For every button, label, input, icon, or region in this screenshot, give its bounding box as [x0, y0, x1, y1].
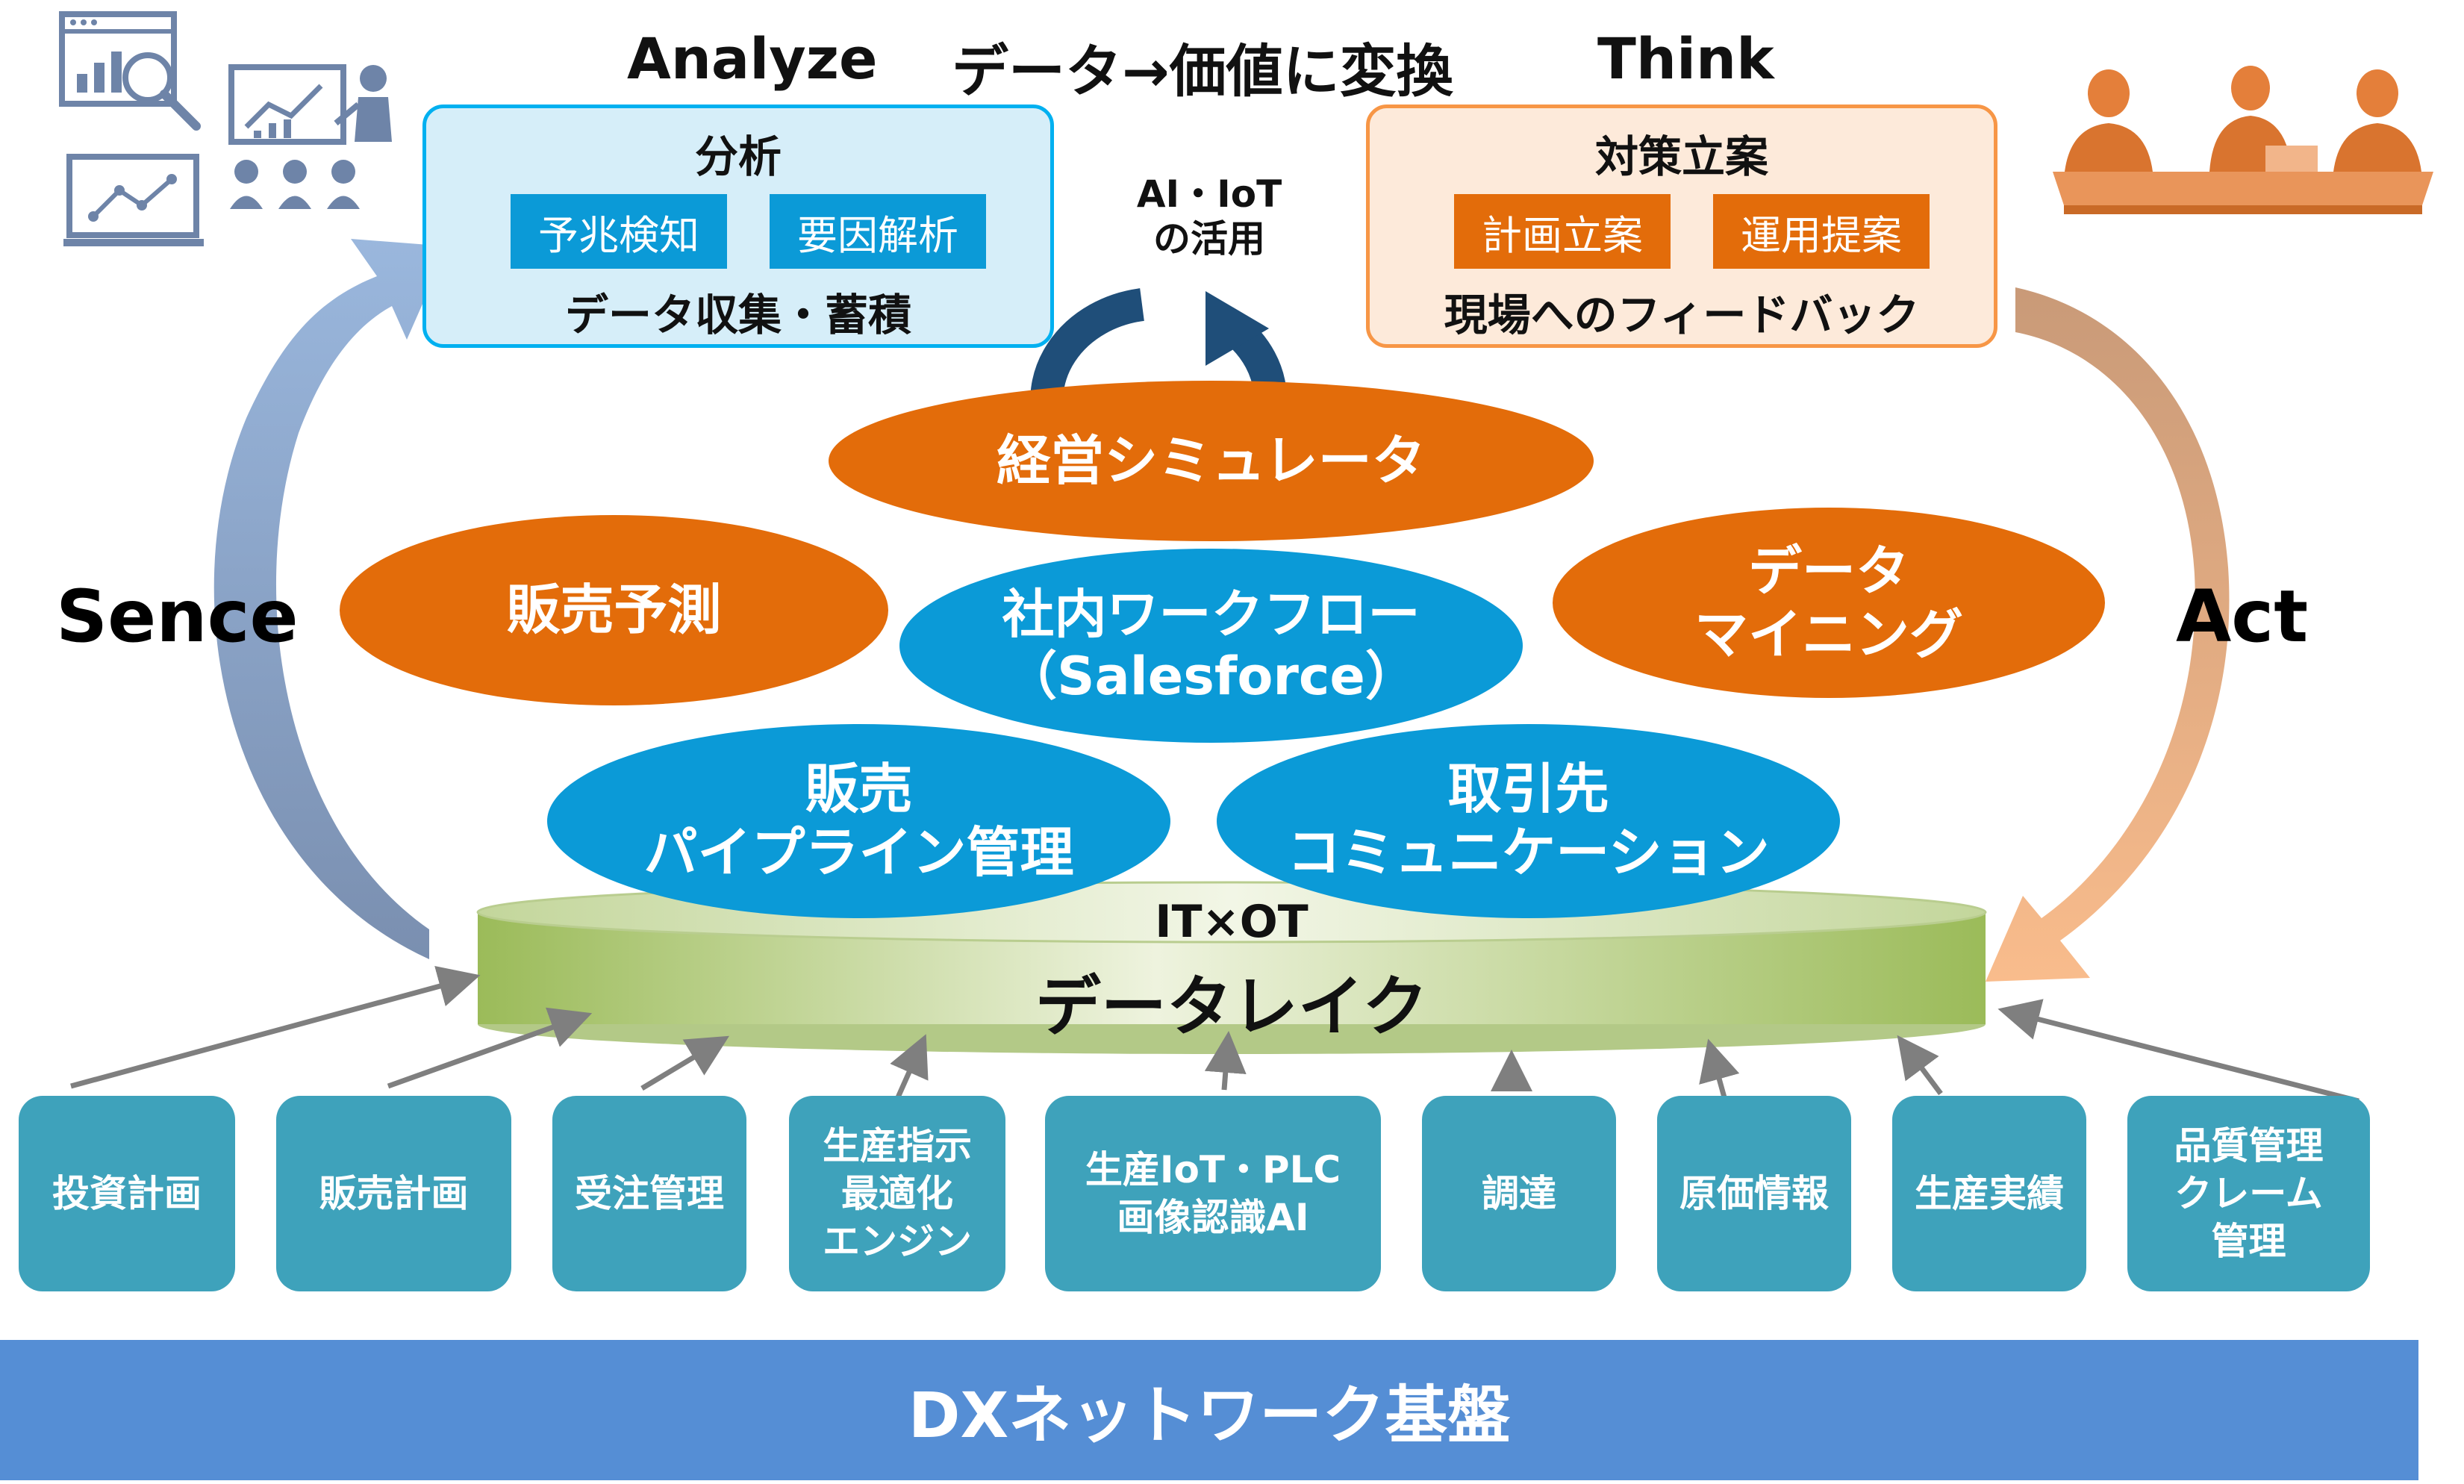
- dx-network-footer: DXネットワーク基盤: [0, 1340, 2418, 1480]
- source-production-iot: 生産IoT・PLC 画像認識AI: [1045, 1096, 1381, 1291]
- transform-header: データ→価値に変換: [952, 38, 1453, 105]
- think-header: Think: [1597, 25, 1774, 92]
- source-line: 販売計画: [319, 1172, 469, 1215]
- source-procurement: 調達: [1422, 1096, 1616, 1291]
- source-line: 受注管理: [575, 1172, 724, 1215]
- source-line: 原価情報: [1679, 1172, 1829, 1215]
- workflow-line2: （Salesforce）: [1005, 646, 1417, 707]
- act-label: Act: [2176, 575, 2309, 658]
- partner-line2: コミュニケーション: [1287, 821, 1770, 884]
- data-mining-line1: データ: [1747, 539, 1909, 602]
- ellipse-management-simulator: 経営シミュレータ: [829, 381, 1594, 541]
- ellipse-sales-forecast: 販売予測: [340, 515, 888, 705]
- sense-label: Sence: [56, 575, 299, 658]
- source-line: 管理: [2211, 1220, 2286, 1263]
- ai-iot-line1: AI・IoT: [1136, 172, 1282, 216]
- data-lake-title: データレイク: [1035, 968, 1429, 1045]
- source-order-management: 受注管理: [552, 1096, 746, 1291]
- think-panel-footer: 現場へのフィードバック: [1444, 290, 1920, 340]
- think-panel: 対策立案 計画立案 運用提案 現場へのフィードバック: [1366, 105, 1997, 348]
- ellipse-partner-communication: 取引先 コミュニケーション: [1217, 724, 1840, 918]
- ellipse-sales-pipeline: 販売 パイプライン管理: [547, 724, 1170, 918]
- meeting-people-icon: [2049, 60, 2437, 216]
- partner-line1: 取引先: [1447, 758, 1609, 821]
- act-cycle-arrow: [1986, 287, 2230, 982]
- chip-plan-making: 計画立案: [1454, 194, 1671, 269]
- workflow-line1: 社内ワークフロー: [1002, 584, 1420, 646]
- source-line: 生産指示: [823, 1124, 972, 1167]
- source-line: 品質管理: [2174, 1124, 2324, 1167]
- source-line: 調達: [1482, 1172, 1556, 1215]
- source-line: 最適化: [841, 1172, 953, 1215]
- chart-presentation-icon: [224, 60, 403, 216]
- source-investment-plan: 投資計画: [19, 1096, 235, 1291]
- analyze-header: Analyze: [627, 25, 878, 92]
- source-cost-info: 原価情報: [1657, 1096, 1851, 1291]
- data-lake-cylinder: [476, 881, 1987, 1054]
- think-panel-title: 対策立案: [1594, 131, 1768, 182]
- source-quality-management: 品質管理 クレーム 管理: [2127, 1096, 2370, 1291]
- ellipse-data-mining: データ マイニング: [1553, 508, 2105, 698]
- source-line: 投資計画: [52, 1172, 202, 1215]
- source-production-results: 生産実績: [1892, 1096, 2086, 1291]
- chip-anomaly-detection: 予兆検知: [511, 194, 727, 269]
- source-sales-plan: 販売計画: [276, 1096, 511, 1291]
- ellipse-internal-workflow: 社内ワークフロー （Salesforce）: [899, 549, 1523, 743]
- data-mining-line2: マイニング: [1694, 602, 1963, 666]
- ai-iot-label: AI・IoT の活用: [1105, 168, 1314, 265]
- pipeline-line2: パイプライン管理: [643, 821, 1074, 884]
- source-line: 生産実績: [1915, 1172, 2064, 1215]
- data-lake-subtitle: IT×OT: [1155, 896, 1309, 948]
- line-chart-monitor-icon: [63, 153, 205, 250]
- analyze-panel-title: 分析: [694, 131, 782, 182]
- source-production-engine: 生産指示 最適化 エンジン: [789, 1096, 1005, 1291]
- source-line: 画像認識AI: [1117, 1196, 1309, 1239]
- analyze-panel: 分析 予兆検知 要因解析 データ収集・蓄積: [422, 105, 1054, 348]
- source-line: エンジン: [823, 1220, 972, 1263]
- analyze-panel-footer: データ収集・蓄積: [564, 290, 911, 340]
- ai-iot-line2: の活用: [1153, 217, 1265, 261]
- dashboard-analytics-icon: [58, 10, 208, 137]
- source-arrows: [70, 965, 2359, 1104]
- sense-cycle-arrow: [213, 239, 448, 959]
- source-line: 生産IoT・PLC: [1085, 1148, 1341, 1191]
- chip-factor-analysis: 要因解析: [770, 194, 986, 269]
- source-line: クレーム: [2174, 1172, 2323, 1215]
- chip-operation-proposal: 運用提案: [1713, 194, 1930, 269]
- pipeline-line1: 販売: [805, 758, 913, 821]
